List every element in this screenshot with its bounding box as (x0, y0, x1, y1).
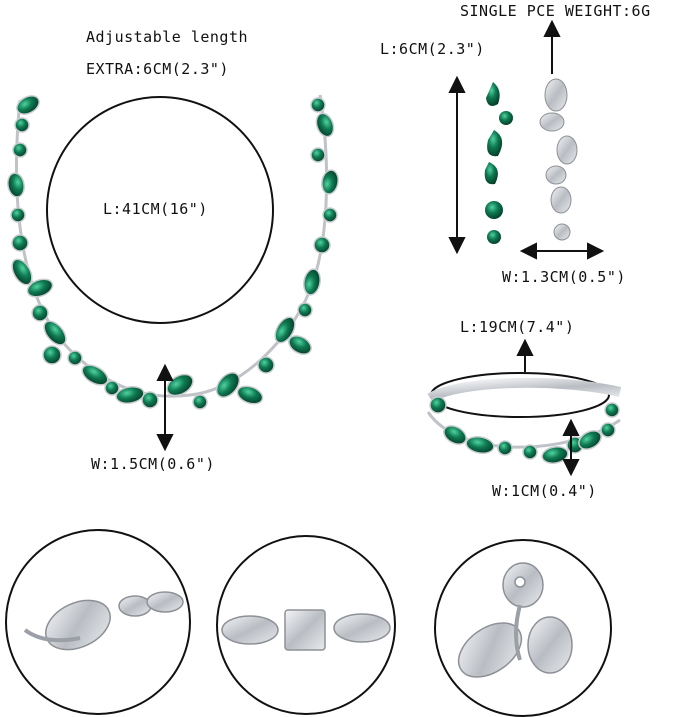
adjustable-length-label: Adjustable length (86, 28, 249, 46)
gem (297, 302, 313, 318)
gem (43, 320, 67, 346)
gem (104, 380, 120, 396)
gem (313, 236, 331, 254)
gem (465, 436, 495, 454)
gem (14, 117, 30, 133)
earring-width-label: W:1.3CM(0.5") (502, 268, 626, 286)
gem (315, 112, 335, 138)
fold-clasp-icon (221, 609, 391, 651)
gem (497, 440, 513, 456)
extra-length-label: EXTRA:6CM(2.3") (86, 60, 229, 78)
gem (321, 169, 339, 195)
bracelet-width-arrow (562, 418, 580, 477)
gem (310, 97, 326, 113)
gem (274, 316, 296, 344)
gem (67, 350, 83, 366)
gem (26, 278, 54, 298)
gem (322, 207, 338, 223)
gem (443, 425, 467, 445)
necklace (7, 94, 339, 410)
bracelet-width-label: W:1CM(0.4") (492, 482, 597, 500)
gem (288, 335, 312, 355)
gem (604, 402, 620, 418)
gem (12, 142, 28, 158)
gem (303, 268, 321, 296)
leaf-charm-icon (457, 562, 573, 678)
detail-fold-clasp (216, 535, 396, 715)
necklace-size-circle (46, 96, 274, 324)
gem (192, 394, 208, 410)
gem (42, 345, 62, 365)
earring-green (484, 82, 513, 244)
gem (115, 386, 145, 404)
gem (257, 356, 275, 374)
bracelet (426, 377, 622, 464)
lobster-clasp-icon (23, 591, 184, 651)
necklace-width-label: W:1.5CM(0.6") (91, 455, 215, 473)
detail-lobster-clasp (5, 529, 191, 715)
earring-arrow-vertical (448, 75, 466, 255)
gem (578, 430, 602, 450)
gem (16, 95, 40, 115)
earring-length-label: L:6CM(2.3") (380, 40, 485, 58)
gem (310, 147, 326, 163)
earring-weight-label: SINGLE PCE WEIGHT:6G (460, 2, 651, 20)
detail-leaf-charm (434, 539, 612, 717)
gem (600, 422, 616, 438)
gem (11, 234, 29, 252)
gem (7, 172, 25, 198)
earring-width-arrow (519, 242, 605, 260)
gem (11, 258, 33, 286)
gem (541, 446, 569, 464)
necklace-width-arrow (156, 363, 174, 452)
gem (522, 444, 538, 460)
gem (31, 304, 49, 322)
gem (10, 207, 26, 223)
bracelet-arrow-top (516, 338, 534, 372)
gem (429, 396, 447, 414)
earring-arrow-top (543, 19, 561, 74)
gem (166, 373, 194, 397)
gem (141, 391, 159, 409)
bracelet-length-label: L:19CM(7.4") (460, 318, 575, 336)
necklace-length-label: L:41CM(16") (103, 200, 208, 218)
gem (215, 372, 241, 398)
gem (236, 385, 264, 405)
earring-silver-back (539, 78, 578, 241)
